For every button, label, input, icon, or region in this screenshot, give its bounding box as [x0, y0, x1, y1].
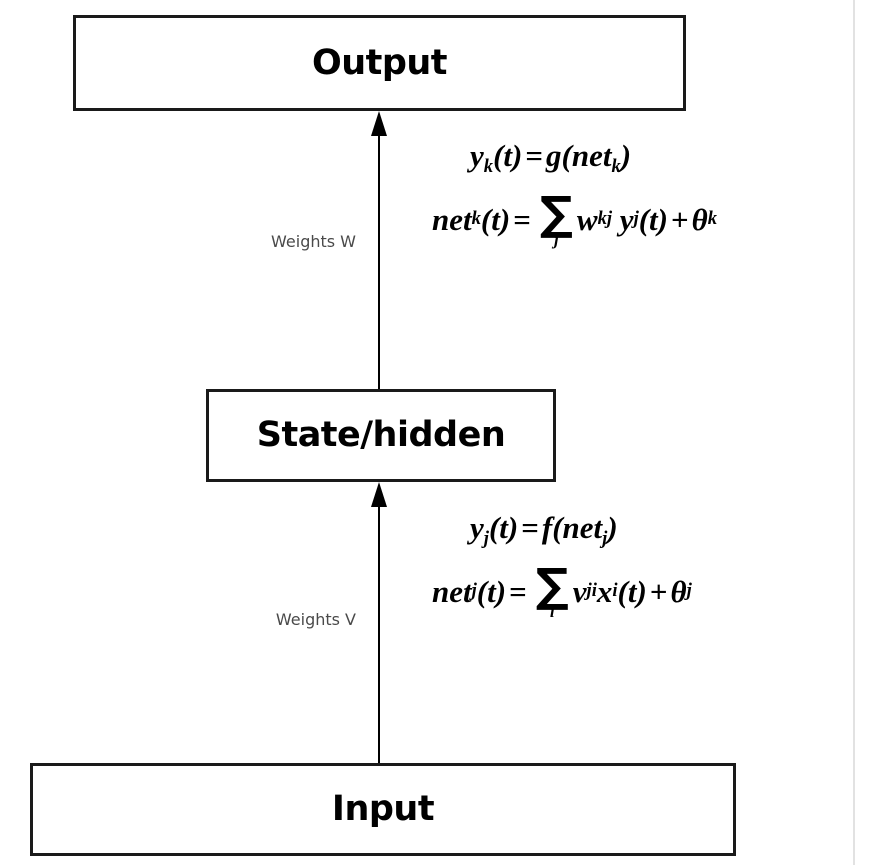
layer-box-hidden[interactable]: State/hidden [206, 389, 556, 482]
eq-lhs-var: net [432, 573, 472, 609]
eq-plus: + [649, 573, 668, 609]
eq-bias-var: θ [691, 201, 708, 237]
eq-func-name: g [546, 138, 562, 173]
eq-equals: = [521, 510, 539, 545]
eq-signal-var: y [619, 201, 634, 237]
layer-box-output[interactable]: Output [73, 15, 686, 111]
sigma-glyph: ∑ [535, 558, 569, 612]
eq-signal-var: x [596, 573, 613, 609]
arrow-hidden-to-output [371, 111, 387, 389]
eq-equals: = [509, 573, 527, 609]
layer-label-input: Input [331, 789, 435, 829]
eq-plus: + [671, 201, 689, 237]
sigma-glyph: ∑ [539, 186, 573, 240]
eq-weight-var: v [572, 573, 587, 609]
eq-bias-var: θ [670, 573, 687, 609]
connection-label-weights-v: Weights V [275, 610, 356, 629]
eq-func-name: f [541, 510, 553, 545]
eq-func-body: net [562, 510, 603, 545]
page-edge-line [853, 0, 855, 865]
eq-lhs-sub: k [483, 155, 494, 177]
eq-lhs-arg: (t) [488, 510, 519, 545]
eq-lhs-var: y [470, 138, 484, 173]
eq-func-close: ) [620, 138, 632, 173]
arrowhead-up-icon [371, 111, 387, 136]
eq-func-sub: k [611, 155, 621, 177]
connection-label-weights-w: Weights W [271, 232, 356, 251]
eq-lhs-var: net [432, 201, 472, 237]
eq-lhs-sub: j [483, 527, 489, 549]
eq-equals: = [525, 138, 543, 173]
eq-func-sub: j [602, 527, 608, 549]
layer-box-input[interactable]: Input [30, 763, 736, 856]
eq-lhs-arg: (t) [493, 138, 523, 173]
equation-output-activation: yk(t)=g(netk) [470, 138, 717, 176]
eq-weight-var: w [576, 201, 598, 237]
eq-signal-arg: (t) [617, 573, 647, 609]
summation-symbol: ∑ j [539, 186, 573, 249]
summation-symbol: ∑ i [535, 558, 569, 621]
equation-hidden-activation: yj(t)=f(netj) [470, 510, 692, 548]
eq-lhs-var: y [470, 510, 484, 545]
eq-func-open: ( [552, 510, 563, 545]
eq-equals: = [513, 201, 531, 237]
arrow-shaft [378, 504, 380, 763]
sigma-index: i [549, 601, 555, 621]
eq-func-close: ) [607, 510, 618, 545]
eq-signal-arg: (t) [638, 201, 668, 237]
arrowhead-up-icon [371, 482, 387, 507]
layer-label-hidden: State/hidden [256, 415, 506, 455]
eq-func-body: net [571, 138, 612, 173]
eq-lhs-arg: (t) [480, 201, 511, 237]
layer-label-output: Output [311, 42, 448, 83]
sigma-index: j [554, 229, 559, 249]
arrow-input-to-hidden [371, 482, 387, 763]
eq-lhs-arg: (t) [476, 573, 507, 609]
arrow-shaft [378, 133, 380, 389]
eq-func-open: ( [561, 138, 572, 173]
